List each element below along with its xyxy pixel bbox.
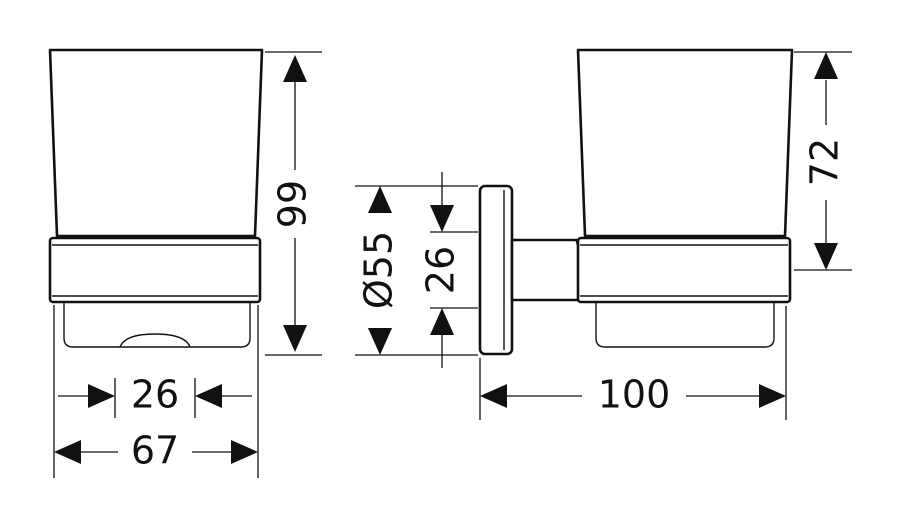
side-holder-ring bbox=[576, 236, 792, 304]
front-dimensions: 99 26 67 bbox=[53, 51, 322, 478]
dim-total-height: 99 bbox=[271, 180, 315, 228]
front-cup-base-bottom bbox=[119, 333, 191, 348]
dim-glass-height: 72 bbox=[803, 138, 847, 186]
side-arm bbox=[510, 238, 586, 302]
front-glass bbox=[48, 48, 264, 238]
side-glass bbox=[576, 48, 794, 238]
side-wall-rosette bbox=[478, 184, 514, 356]
side-dimensions: Ø55 26 100 72 bbox=[355, 51, 852, 420]
dim-holder-width: 67 bbox=[131, 429, 179, 473]
dim-rosette-mount-width: 26 bbox=[419, 246, 463, 294]
side-view bbox=[478, 48, 794, 356]
front-view bbox=[48, 48, 264, 348]
front-cup-base bbox=[63, 300, 251, 348]
side-cup-base bbox=[595, 300, 775, 348]
dim-holder-base-width: 26 bbox=[131, 373, 179, 417]
dim-rosette-diameter: Ø55 bbox=[357, 231, 401, 309]
dim-projection: 100 bbox=[598, 373, 671, 417]
front-holder-ring bbox=[48, 236, 262, 304]
